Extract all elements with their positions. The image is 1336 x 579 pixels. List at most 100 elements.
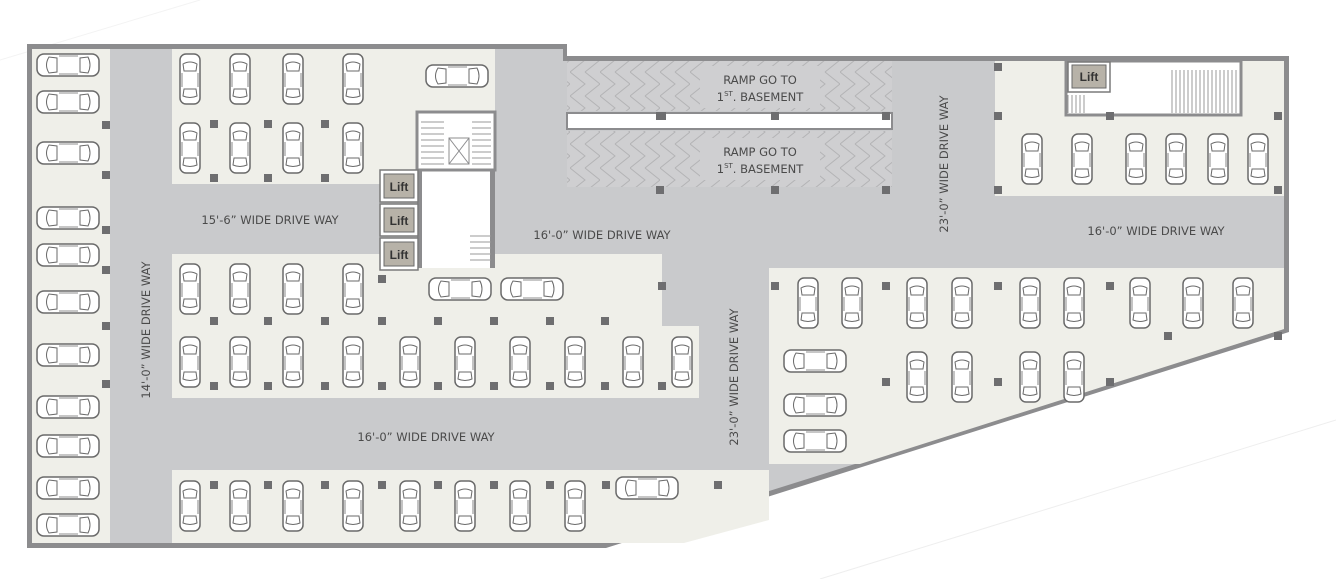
void-x-icon bbox=[448, 137, 470, 165]
column-icon bbox=[490, 382, 498, 390]
lift-icon: Lift bbox=[379, 203, 419, 237]
lift-icon: Lift bbox=[1067, 61, 1111, 93]
column-icon bbox=[321, 174, 329, 182]
car-icon bbox=[342, 53, 364, 105]
column-icon bbox=[994, 282, 1002, 290]
column-icon bbox=[601, 382, 609, 390]
lift-icon: Lift bbox=[379, 169, 419, 203]
column-icon bbox=[994, 112, 1002, 120]
car-icon bbox=[36, 513, 100, 537]
car-icon bbox=[282, 263, 304, 315]
column-icon bbox=[264, 382, 272, 390]
column-icon bbox=[994, 378, 1002, 386]
column-icon bbox=[321, 382, 329, 390]
driveway-label-15-6: 15'-6” WIDE DRIVE WAY bbox=[201, 213, 339, 227]
ramp-label-line1: RAMP GO TO bbox=[723, 145, 797, 159]
car-icon bbox=[36, 53, 100, 77]
column-icon bbox=[210, 317, 218, 325]
car-icon bbox=[783, 393, 847, 417]
car-icon bbox=[1063, 351, 1085, 403]
column-icon bbox=[102, 266, 110, 274]
column-icon bbox=[546, 382, 554, 390]
zone-bottom-tail bbox=[684, 470, 769, 543]
column-icon bbox=[264, 120, 272, 128]
car-icon bbox=[509, 480, 531, 532]
lift-icon: Lift bbox=[379, 237, 419, 271]
staircase-icon bbox=[421, 121, 491, 165]
car-icon bbox=[36, 343, 100, 367]
column-icon bbox=[714, 481, 722, 489]
column-icon bbox=[771, 112, 779, 120]
column-icon bbox=[490, 481, 498, 489]
column-icon bbox=[771, 186, 779, 194]
car-icon bbox=[1071, 133, 1093, 185]
car-icon bbox=[399, 480, 421, 532]
car-icon bbox=[36, 434, 100, 458]
car-icon bbox=[1129, 277, 1151, 329]
core-block-right bbox=[1064, 59, 1243, 117]
car-icon bbox=[399, 336, 421, 388]
car-icon bbox=[671, 336, 693, 388]
staircase-icon bbox=[470, 235, 491, 261]
column-icon bbox=[546, 481, 554, 489]
ramp-1: RAMP GO TO 1ST. BASEMENT bbox=[567, 61, 892, 111]
car-icon bbox=[179, 263, 201, 315]
column-icon bbox=[210, 481, 218, 489]
car-icon bbox=[1232, 277, 1254, 329]
car-icon bbox=[951, 277, 973, 329]
car-icon bbox=[1019, 277, 1041, 329]
column-icon bbox=[882, 186, 890, 194]
car-icon bbox=[36, 290, 100, 314]
column-icon bbox=[601, 317, 609, 325]
car-icon bbox=[564, 336, 586, 388]
column-icon bbox=[321, 120, 329, 128]
lift-label: Lift bbox=[1080, 70, 1099, 84]
car-icon bbox=[783, 349, 847, 373]
car-icon bbox=[622, 336, 644, 388]
driveway-label-16-bottom: 16'-0” WIDE DRIVE WAY bbox=[357, 430, 495, 444]
car-icon bbox=[500, 277, 564, 301]
column-icon bbox=[210, 174, 218, 182]
column-icon bbox=[1274, 186, 1282, 194]
car-icon bbox=[36, 206, 100, 230]
column-icon bbox=[1164, 332, 1172, 340]
column-icon bbox=[378, 317, 386, 325]
column-icon bbox=[102, 226, 110, 234]
column-icon bbox=[1106, 378, 1114, 386]
column-icon bbox=[210, 120, 218, 128]
car-icon bbox=[906, 351, 928, 403]
car-icon bbox=[1063, 277, 1085, 329]
car-icon bbox=[229, 263, 251, 315]
column-icon bbox=[264, 317, 272, 325]
car-icon bbox=[1019, 351, 1041, 403]
column-icon bbox=[102, 171, 110, 179]
ramp-label-line1: RAMP GO TO bbox=[723, 73, 797, 87]
car-icon bbox=[282, 53, 304, 105]
driveway-label-16-center: 16'-0” WIDE DRIVE WAY bbox=[533, 228, 671, 242]
car-icon bbox=[282, 480, 304, 532]
driveway-label-23-middle: 23'-0” WIDE DRIVE WAY bbox=[727, 307, 741, 445]
column-icon bbox=[264, 481, 272, 489]
column-icon bbox=[102, 322, 110, 330]
car-icon bbox=[1182, 277, 1204, 329]
column-icon bbox=[321, 481, 329, 489]
column-icon bbox=[1106, 282, 1114, 290]
column-icon bbox=[210, 382, 218, 390]
column-icon bbox=[994, 186, 1002, 194]
car-icon bbox=[342, 480, 364, 532]
car-icon bbox=[454, 336, 476, 388]
column-icon bbox=[882, 112, 890, 120]
car-icon bbox=[783, 429, 847, 453]
column-icon bbox=[882, 378, 890, 386]
car-icon bbox=[342, 336, 364, 388]
column-icon bbox=[321, 317, 329, 325]
column-icon bbox=[658, 112, 666, 120]
ramp-2: RAMP GO TO 1ST. BASEMENT bbox=[567, 131, 892, 187]
column-icon bbox=[1274, 112, 1282, 120]
car-icon bbox=[229, 53, 251, 105]
car-icon bbox=[282, 122, 304, 174]
car-icon bbox=[179, 122, 201, 174]
car-icon bbox=[425, 64, 489, 88]
car-icon bbox=[36, 90, 100, 114]
